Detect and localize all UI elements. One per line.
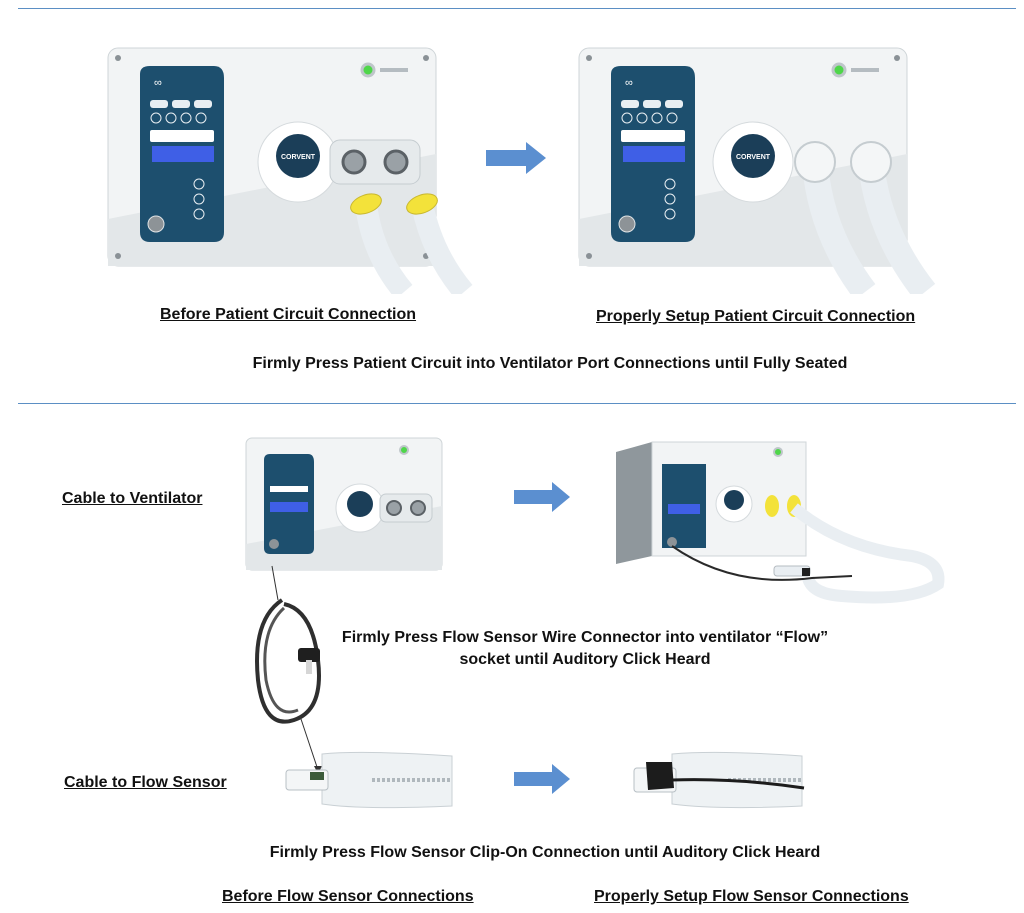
ventilator-connected-image: [616, 441, 945, 604]
svg-text:∞: ∞: [625, 77, 633, 89]
device-logo-icon: ∞: [154, 77, 162, 89]
wire-connector-instruction-line2: socket until Auditory Click Heard: [459, 651, 711, 668]
right-arrow-icon: [514, 764, 570, 794]
ventilator-after-image: ∞ CORVENT: [578, 47, 936, 294]
patient-circuit-instruction: Firmly Press Patient Circuit into Ventil…: [252, 355, 848, 372]
cable-to-ventilator-label: Cable to Ventilator: [62, 490, 203, 507]
wire-connector-instruction: Firmly Press Flow Sensor Wire Connector …: [330, 627, 840, 671]
flow-sensor-before-image: [285, 751, 453, 809]
after-flow-sensor-label: Properly Setup Flow Sensor Connections: [594, 888, 909, 905]
section-divider: [18, 403, 1016, 404]
cable-to-flow-sensor-label: Cable to Flow Sensor: [64, 774, 227, 791]
flow-sensor-cable-image: [255, 565, 322, 774]
after-patient-circuit-label: Properly Setup Patient Circuit Connectio…: [596, 308, 916, 325]
device-brand-text: CORVENT: [736, 154, 771, 161]
top-divider: [18, 8, 1016, 9]
flow-sensor-after-image: [633, 751, 805, 809]
device-brand-text: CORVENT: [281, 154, 316, 161]
power-led-icon: [360, 62, 376, 78]
wire-connector-instruction-line1: Firmly Press Flow Sensor Wire Connector …: [341, 629, 829, 646]
ventilator-front-image: [245, 437, 443, 571]
right-arrow-icon: [486, 142, 546, 174]
before-patient-circuit-label: Before Patient Circuit Connection: [160, 306, 417, 323]
ventilator-before-image: ∞ CORVENT: [107, 47, 473, 294]
before-flow-sensor-label: Before Flow Sensor Connections: [222, 888, 474, 905]
right-arrow-icon: [514, 482, 570, 512]
clip-on-instruction: Firmly Press Flow Sensor Clip-On Connect…: [269, 844, 821, 861]
